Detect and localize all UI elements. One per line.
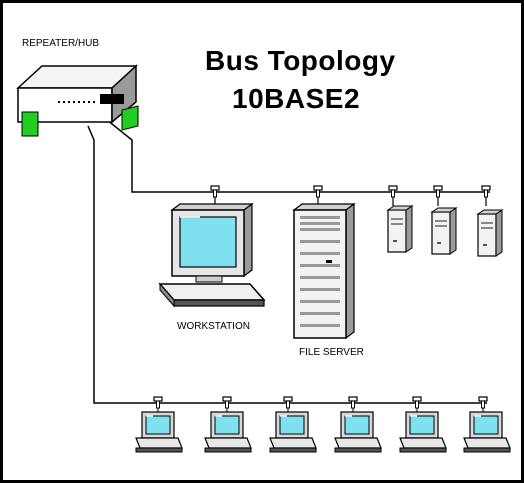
upper-bus-cable xyxy=(106,119,490,193)
hub-label: REPEATER/HUB xyxy=(22,38,100,49)
file-server-label: FILE SERVER xyxy=(299,347,364,358)
lower-workstation-3 xyxy=(269,408,317,453)
mini-tower-3 xyxy=(477,197,503,257)
cables xyxy=(87,119,490,404)
lower-bus-cable xyxy=(87,125,487,404)
lower-workstation-2 xyxy=(204,408,252,453)
workstation-computer xyxy=(158,197,266,308)
file-server-tower xyxy=(292,197,356,340)
lower-workstation-5 xyxy=(399,408,447,453)
diagram-subtitle: 10BASE2 xyxy=(232,83,361,114)
lower-workstations xyxy=(135,408,511,453)
lower-workstation-1 xyxy=(135,408,183,453)
mini-tower-2 xyxy=(431,197,457,255)
lower-workstation-4 xyxy=(334,408,382,453)
mini-tower-1 xyxy=(387,197,413,253)
workstation-label: WORKSTATION xyxy=(177,321,250,332)
lower-workstation-6 xyxy=(463,408,511,453)
repeater-hub xyxy=(16,64,139,137)
diagram-title: Bus Topology xyxy=(205,45,396,76)
